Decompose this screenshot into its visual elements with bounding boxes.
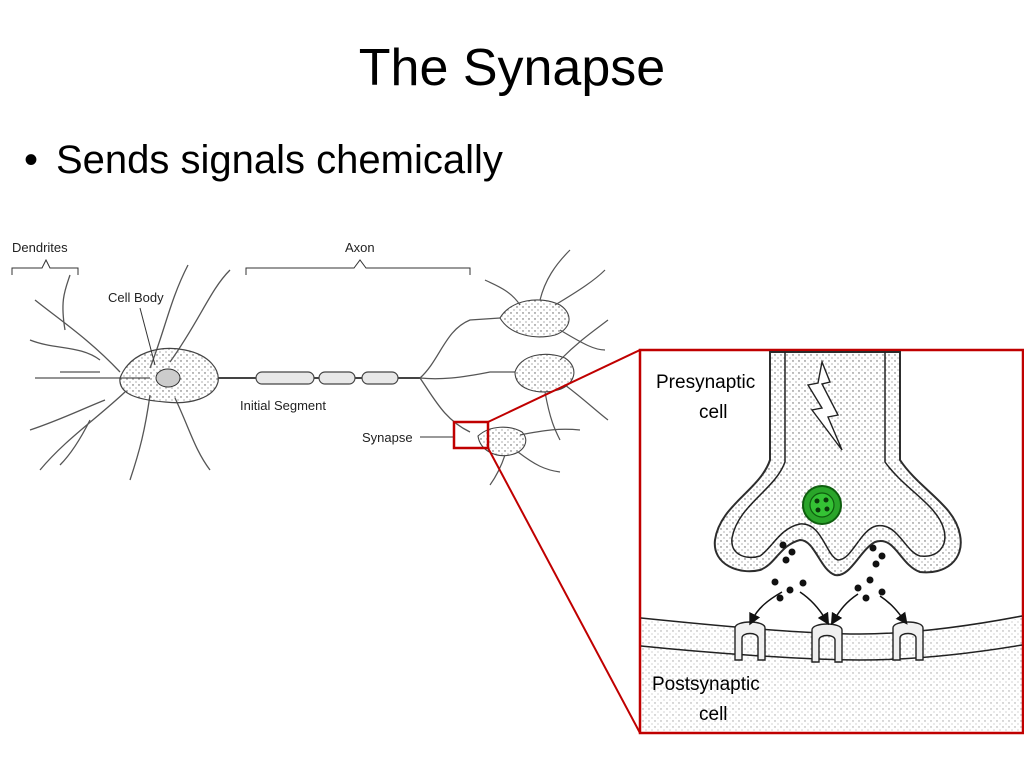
slide-title: The Synapse bbox=[358, 39, 666, 97]
label-presynaptic-line2: cell bbox=[699, 402, 728, 423]
label-postsynaptic-line1: Postsynaptic bbox=[652, 674, 760, 695]
label-dendrites: Dendrites bbox=[12, 240, 68, 255]
cell-body-pointer bbox=[139, 307, 156, 366]
synapse-highlight-box bbox=[452, 420, 490, 450]
axon bbox=[218, 371, 420, 385]
label-axon: Axon bbox=[345, 240, 375, 255]
label-postsynaptic-line2: cell bbox=[699, 704, 728, 725]
bullet-item: • Sends signals chemically bbox=[24, 138, 503, 183]
bullet-text: Sends signals chemically bbox=[56, 138, 503, 182]
target-neuron-1 bbox=[499, 299, 570, 338]
presynaptic-terminal bbox=[713, 351, 962, 577]
lightning-bolt-icon bbox=[806, 359, 843, 451]
zoom-line-bottom bbox=[487, 447, 641, 734]
dendrites-bracket bbox=[11, 258, 79, 275]
neurotransmitters bbox=[771, 541, 886, 602]
bullet-symbol: • bbox=[24, 138, 39, 182]
axon-terminals bbox=[419, 317, 515, 433]
zoom-line-top bbox=[487, 349, 641, 423]
label-synapse: Synapse bbox=[362, 430, 413, 445]
label-initial-segment: Initial Segment bbox=[240, 398, 326, 413]
target-neuron-3 bbox=[477, 426, 527, 457]
synapse-inset: Presynaptic cell Postsynaptic cell bbox=[638, 348, 1024, 735]
axon-bracket bbox=[245, 259, 471, 275]
release-arrows bbox=[749, 591, 908, 626]
target-neuron-2 bbox=[514, 353, 575, 393]
nucleus bbox=[155, 368, 181, 388]
label-cell-body: Cell Body bbox=[108, 290, 164, 305]
label-presynaptic-line1: Presynaptic bbox=[656, 372, 755, 393]
